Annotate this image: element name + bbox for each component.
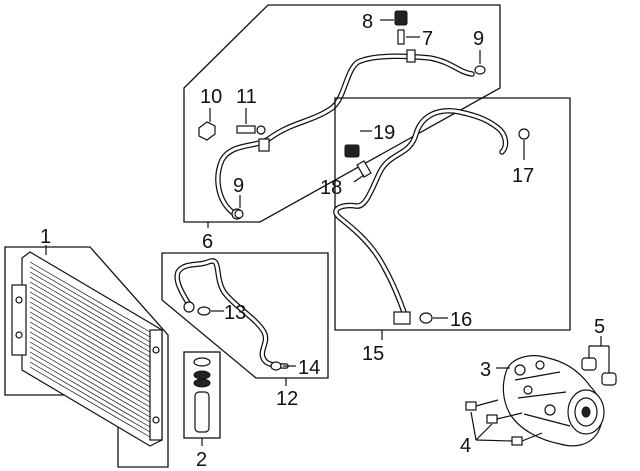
condenser-fin (29, 276, 151, 348)
o-ring-17 (518, 128, 530, 140)
compressor-port-caps (581, 357, 617, 386)
callout-12: 12 (276, 388, 298, 410)
condenser-fin (29, 366, 151, 438)
condenser-fin (29, 286, 151, 358)
condenser-fin (29, 321, 151, 393)
callout-16: 16 (450, 309, 472, 331)
condenser-fin (29, 306, 151, 378)
pressure-sensor (236, 125, 266, 135)
receiver-drier (193, 357, 211, 433)
hose-assembly-15: 19 18 17 16 15 (320, 97, 571, 365)
condenser-assembly: 1 (4, 226, 169, 468)
hose-12-box (161, 252, 329, 379)
callout-15: 15 (362, 343, 384, 365)
pressure-switch (198, 121, 216, 141)
condenser-fin (29, 301, 151, 373)
condenser-fin (29, 291, 151, 363)
condenser-fin (29, 351, 151, 423)
condenser-fin (29, 266, 151, 338)
condenser-fin (29, 296, 151, 368)
o-ring-13 (197, 306, 211, 316)
callout-9b: 9 (233, 175, 244, 197)
condenser-fin (29, 356, 151, 428)
callout-10: 10 (200, 86, 222, 108)
condenser-fin (29, 361, 151, 433)
condenser-fin (29, 281, 151, 353)
callout-14: 14 (298, 357, 320, 379)
callout-5: 5 (594, 316, 605, 338)
callout-13: 13 (224, 302, 246, 324)
condenser-fin (29, 271, 151, 343)
condenser-fin (29, 346, 151, 418)
o-ring (474, 65, 486, 75)
valve-core (397, 29, 405, 45)
condenser-fin (29, 341, 151, 413)
suction-valve-core (356, 160, 372, 178)
o-ring-lower (234, 209, 244, 219)
o-ring-14 (270, 361, 282, 371)
callout-7: 7 (422, 28, 433, 50)
compressor-bolts (465, 399, 543, 446)
condenser-group-box (4, 246, 169, 468)
condenser-fin (29, 336, 151, 408)
condenser-fin (29, 311, 151, 383)
condenser-fin (29, 316, 151, 388)
receiver-drier-group: 2 (183, 351, 221, 471)
callout-8: 8 (362, 11, 373, 33)
callout-11: 11 (236, 86, 257, 108)
callout-1: 1 (40, 226, 51, 248)
ac-compressor-group: 3 5 4 (460, 316, 617, 457)
hose-assembly-12: 13 14 12 (161, 252, 329, 410)
callout-18: 18 (320, 177, 342, 199)
callout-19: 19 (373, 122, 395, 144)
service-valve-cap (394, 10, 408, 26)
hose-15-box (334, 97, 571, 331)
callout-3: 3 (480, 359, 491, 381)
condenser-fin (29, 331, 151, 403)
callout-4: 4 (460, 435, 471, 457)
callout-9a: 9 (473, 28, 484, 50)
callout-6: 6 (202, 231, 213, 253)
hose-6-box (183, 4, 501, 223)
callout-2: 2 (196, 449, 207, 471)
callout-17: 17 (512, 165, 534, 187)
o-ring-16 (419, 312, 433, 324)
hose-assembly-6: 8 7 9 10 11 9 6 (183, 4, 501, 253)
condenser (11, 251, 163, 447)
condenser-fin (29, 261, 151, 333)
ac-compressor (502, 355, 605, 447)
suction-valve-cap (344, 144, 360, 158)
condenser-fin (29, 326, 151, 398)
